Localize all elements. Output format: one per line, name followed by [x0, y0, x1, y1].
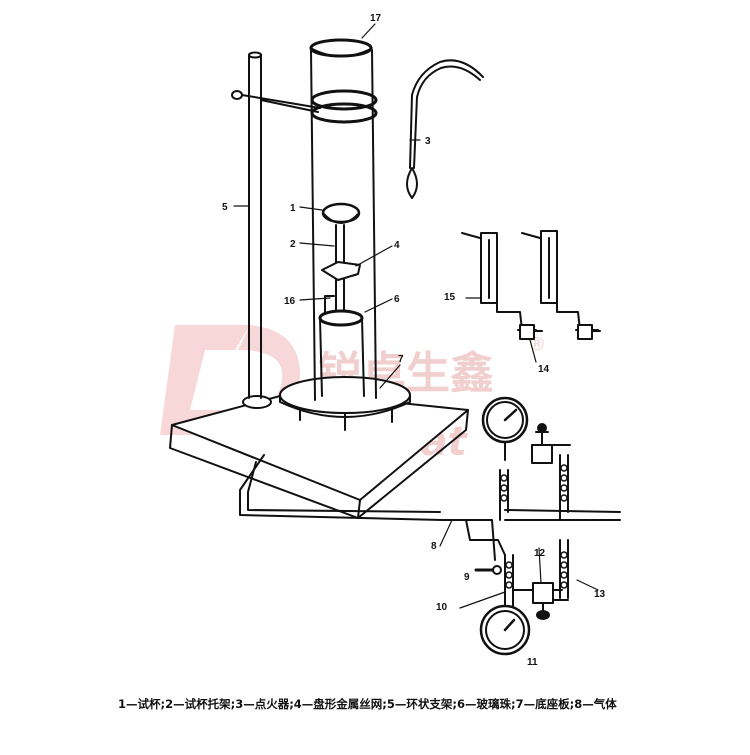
label-15: 15 — [444, 292, 456, 303]
label-7: 7 — [398, 354, 404, 365]
test-cup-cylinder — [309, 38, 378, 401]
label-5: 5 — [222, 202, 228, 213]
label-9: 9 — [464, 572, 470, 583]
label-11: 11 — [527, 657, 538, 668]
top-pressure-gauge — [481, 396, 553, 464]
label-16: 16 — [284, 296, 296, 307]
wire-gauze — [321, 261, 361, 281]
label-4: 4 — [394, 240, 400, 251]
igniter — [406, 59, 484, 199]
label-14: 14 — [538, 364, 550, 375]
label-10: 10 — [436, 602, 448, 613]
label-17: 17 — [370, 13, 382, 24]
pipe-beads — [500, 464, 568, 589]
label-1: 1 — [290, 203, 296, 214]
label-13: 13 — [594, 589, 606, 600]
regulator-12 — [512, 582, 563, 620]
cup-holder — [321, 202, 361, 313]
ring-stand — [231, 51, 321, 409]
valve-9 — [474, 565, 502, 575]
bottom-pressure-gauge — [479, 597, 531, 656]
gas-piping — [239, 444, 621, 611]
label-3: 3 — [425, 136, 431, 147]
label-8: 8 — [431, 541, 437, 552]
label-2: 2 — [290, 239, 296, 250]
cup-base — [279, 376, 411, 431]
callout-labels: 17 3 1 2 4 5 16 6 7 15 14 8 12 9 10 13 1… — [222, 13, 606, 668]
figure-caption: 1—试杯;2—试杯托架;3—点火器;4—盘形金属丝网;5—环状支架;6—玻璃珠;… — [118, 697, 617, 711]
glass-bead-tube — [318, 309, 365, 397]
flowmeters — [461, 230, 599, 331]
leader-lines — [233, 23, 599, 609]
label-12: 12 — [534, 548, 546, 559]
needle-valve — [519, 324, 601, 340]
label-6: 6 — [394, 294, 400, 305]
